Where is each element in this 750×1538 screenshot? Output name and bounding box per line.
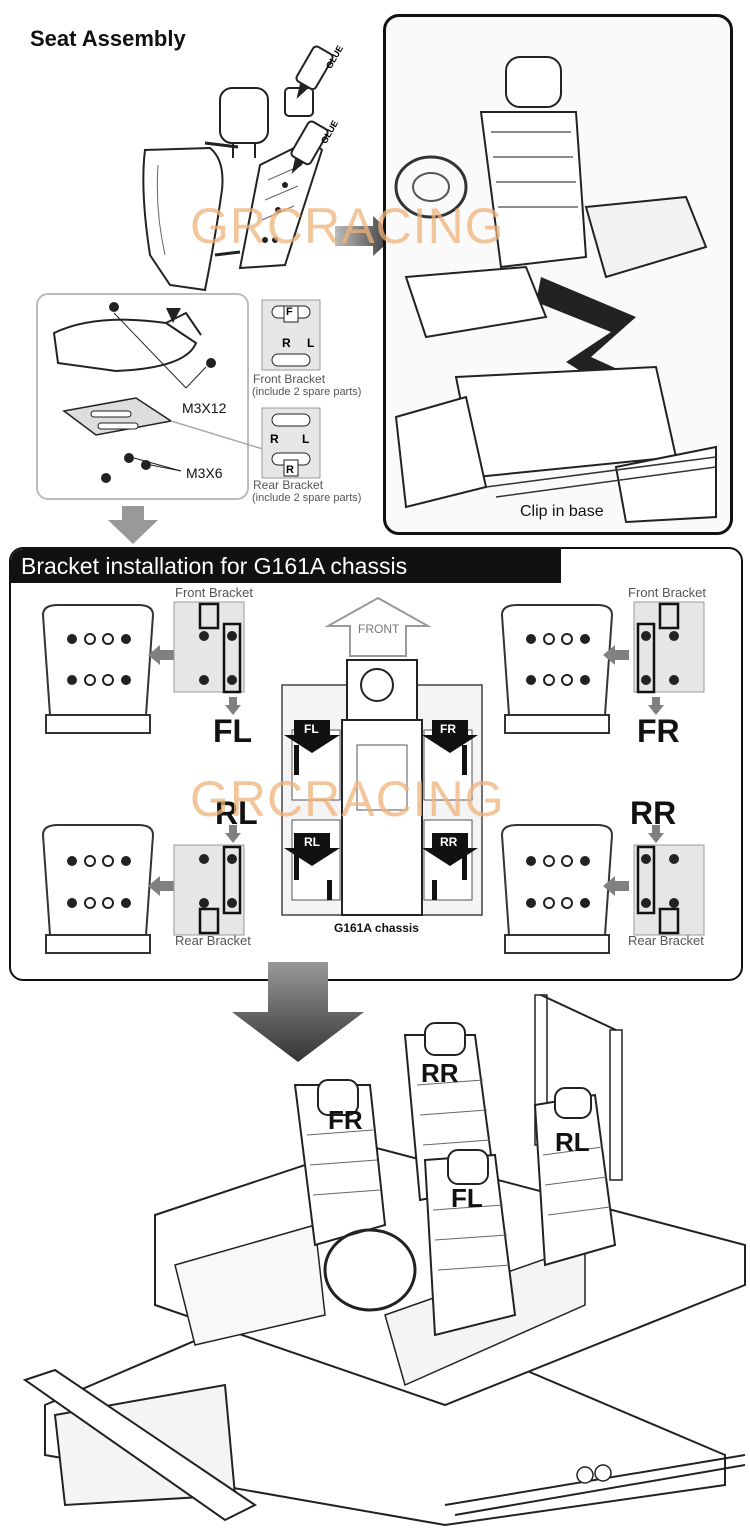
bracket-fl (173, 601, 245, 694)
seat-base-drawing (52, 302, 277, 483)
clip-in-base-label: Clip in base (520, 503, 604, 520)
left-arrow-fr (603, 645, 629, 665)
rear-bracket-icon (261, 407, 321, 479)
left-arrow-fl (148, 645, 174, 665)
front-bracket-icon (261, 299, 321, 371)
seat-back-fr (500, 604, 614, 734)
front-direction-icon (324, 596, 432, 657)
seat-exploded-drawing (142, 45, 334, 318)
front-bracket-r-letter: R (282, 336, 291, 350)
rear-bracket-r-letter-a: R (270, 432, 279, 446)
seat-label-rr: RR (421, 1058, 459, 1088)
g161a-chassis-drawing (281, 659, 483, 916)
code-rr: RR (630, 795, 677, 831)
screw-m3x6-label: M3X6 (186, 465, 223, 481)
code-fr: FR (637, 713, 680, 749)
seat-back-rr (500, 824, 614, 954)
watermark-middle: GRCRACING (190, 771, 505, 827)
front-bracket-l-letter: L (307, 336, 315, 350)
screw-m3x12-label: M3X12 (182, 400, 227, 416)
chassis-tag-rr: RR (440, 835, 458, 849)
bracket-rl (173, 844, 245, 936)
watermark-top: GRCRACING (190, 198, 505, 254)
chassis-caption: G161A chassis (334, 921, 419, 935)
right-arrow-icon (335, 216, 395, 256)
front-bracket-f-letter: F (286, 306, 293, 318)
rear-bracket-right-label: Rear Bracket (628, 933, 704, 948)
front-bracket-note: (include 2 spare parts) (252, 386, 362, 398)
down-arrow-icon (108, 506, 158, 544)
bracket-rr (633, 844, 705, 936)
chassis-tag-fl: FL (304, 722, 319, 736)
code-fl: FL (213, 713, 253, 749)
code-rl: RL (215, 795, 258, 831)
left-arrow-rl (148, 876, 174, 896)
front-direction-label: FRONT (358, 622, 400, 636)
big-down-arrow-icon (232, 962, 364, 1062)
seat-back-rl (41, 824, 155, 954)
down-arrow-fr (648, 697, 664, 715)
assembled-chassis-drawing (22, 994, 746, 1527)
rear-bracket-left-label: Rear Bracket (175, 933, 251, 948)
bracket-installation-header: Bracket installation for G161A chassis (11, 549, 561, 583)
installed-seat-drawing (394, 56, 717, 524)
rear-bracket-note: (include 2 spare parts) (252, 492, 362, 504)
down-arrow-rr (648, 825, 664, 843)
chassis-tag-fr: FR (440, 722, 456, 736)
rear-bracket-r-letter-b: R (286, 464, 294, 476)
seat-label-fr: FR (328, 1105, 363, 1135)
seat-assembly-title: Seat Assembly (30, 26, 186, 51)
seat-label-rl: RL (555, 1127, 590, 1157)
front-bracket-right-label: Front Bracket (628, 585, 707, 600)
down-arrow-rl (225, 825, 241, 843)
seat-label-fl: FL (451, 1183, 483, 1213)
down-arrow-fl (225, 697, 241, 715)
front-bracket-left-label: Front Bracket (175, 585, 254, 600)
rear-bracket-label: Rear Bracket (253, 478, 324, 492)
front-bracket-label: Front Bracket (253, 372, 326, 386)
chassis-tag-rl: RL (304, 835, 320, 849)
rear-bracket-l-letter: L (302, 432, 310, 446)
bracket-fr (633, 601, 705, 694)
left-arrow-rr (603, 876, 629, 896)
seat-back-fl (41, 604, 155, 734)
